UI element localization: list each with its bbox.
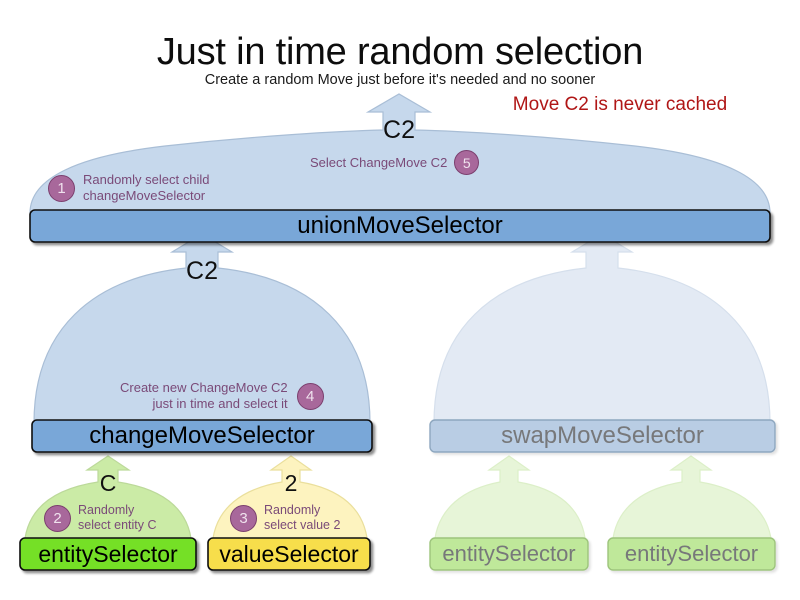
annotation-3-line1: Randomly — [264, 503, 321, 517]
change-balloon — [33, 233, 371, 424]
entity-swap-2-box — [607, 537, 776, 571]
annotation-1: 1 Randomly select child changeMoveSelect… — [48, 172, 209, 204]
change-payload-label: C2 — [186, 257, 218, 285]
entity-swap-1-box — [429, 537, 589, 571]
annotation-4-line1: Create new ChangeMove C2 — [120, 380, 288, 395]
badge-3: 3 — [230, 504, 257, 532]
union-balloon — [29, 93, 771, 214]
annotation-4-line2: just in time and select it — [152, 396, 288, 411]
callout-never-cached: Move C2 is never cached — [512, 94, 728, 115]
annotation-2: 2 Randomly select entity C — [44, 503, 157, 533]
swap-move-selector-label[interactable]: swapMoveSelector — [501, 422, 704, 449]
annotation-2-line1: Randomly — [78, 503, 135, 517]
badge-1: 1 — [48, 174, 75, 202]
entity-swap-1-balloon — [433, 455, 587, 552]
badge-5: 5 — [454, 150, 480, 175]
entity-left-payload-label: C — [99, 470, 117, 496]
annotation-3: 3 Randomly select value 2 — [230, 503, 340, 533]
entity-selector-left-label[interactable]: entitySelector — [38, 540, 178, 567]
union-payload-label: C2 — [383, 116, 415, 144]
annotation-5: Select ChangeMove C2 5 — [310, 150, 480, 175]
entity-swap-2-balloon — [611, 455, 773, 552]
value-left-payload-label: 2 — [284, 470, 298, 496]
badge-4: 4 — [296, 382, 324, 410]
change-move-selector-label[interactable]: changeMoveSelector — [89, 422, 315, 449]
value-selector-left-label[interactable]: valueSelector — [219, 540, 359, 567]
value-left-box — [207, 537, 371, 571]
annotation-5-text: Select ChangeMove C2 — [310, 154, 448, 170]
annotation-3-line2: select value 2 — [264, 518, 341, 532]
union-box — [29, 209, 771, 243]
union-move-selector-label[interactable]: unionMoveSelector — [297, 212, 503, 239]
entity-selector-swap-2-label[interactable]: entitySelector — [624, 541, 759, 566]
annotation-2-line2: select entity C — [78, 518, 157, 532]
entity-selector-swap-1-label[interactable]: entitySelector — [442, 541, 576, 566]
annotation-1-line1: Randomly select child — [83, 172, 210, 187]
swap-box — [429, 419, 776, 453]
change-box — [31, 419, 373, 453]
swap-balloon — [433, 233, 771, 424]
badge-2: 2 — [44, 504, 71, 532]
annotation-4: Create new ChangeMove C2 just in time an… — [120, 380, 324, 412]
annotation-1-line2: changeMoveSelector — [83, 188, 206, 203]
page-title: Just in time random selection — [156, 31, 644, 73]
page-subtitle: Create a random Move just before it's ne… — [204, 72, 596, 88]
entity-left-box — [19, 537, 197, 571]
